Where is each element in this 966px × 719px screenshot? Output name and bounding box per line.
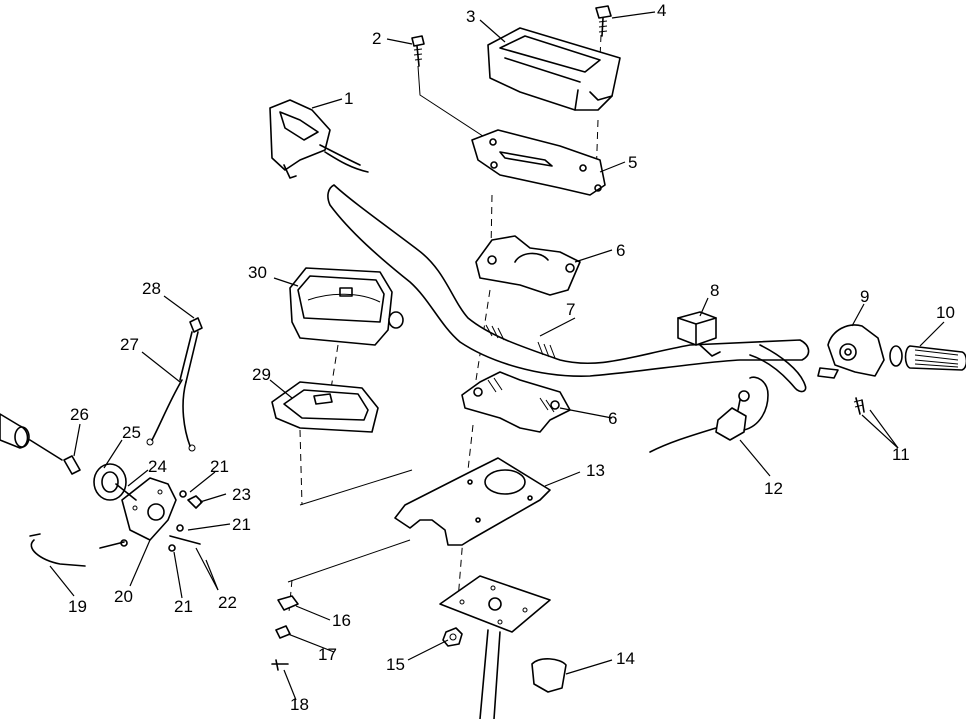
callout-18: 18 [290,695,309,714]
callout-21-top: 21 [210,457,229,476]
callout-21-bottom: 21 [174,597,193,616]
switch-body [115,477,177,541]
mounting-bracket [394,457,551,546]
callout-19: 19 [68,597,87,616]
lower-clamp [461,371,571,433]
callout-1: 1 [344,89,353,108]
speedometer-cup [271,381,379,433]
throttle-housing [817,324,885,379]
cable-assembly [146,317,203,452]
callout-25: 25 [122,423,141,442]
callout-28: 28 [142,279,161,298]
callout-21-mid: 21 [232,515,251,534]
upper-clamp [475,235,581,296]
callout-12: 12 [764,479,783,498]
callout-10: 10 [936,303,955,322]
grip [889,345,966,371]
cable-end [0,413,63,461]
wire [29,533,86,567]
bolt-top [595,5,612,37]
callout-6-lower: 6 [608,409,617,428]
callout-27: 27 [120,335,139,354]
callout-30: 30 [248,263,267,282]
callout-3: 3 [466,7,475,26]
screws [853,397,865,415]
fasteners [99,490,203,552]
callout-2: 2 [372,29,381,48]
callout-22: 22 [218,593,237,612]
clip-parts [271,595,299,671]
clamp-plate [471,129,606,196]
washer-screw [63,455,127,501]
wire-harness [649,376,769,453]
nut [442,627,463,647]
callout-24: 24 [148,457,167,476]
callout-23: 23 [232,485,251,504]
callout-7: 7 [566,300,575,319]
callout-6-upper: 6 [616,241,625,260]
callout-11: 11 [892,445,910,464]
handlebar [327,184,810,393]
steering-post [439,575,567,719]
speedometer [289,267,404,346]
callout-17: 17 [318,645,337,664]
bolt [411,35,425,67]
callout-13: 13 [586,461,605,480]
cover [487,27,621,111]
callout-14: 14 [616,649,635,668]
switch [677,311,721,357]
callout-29: 29 [252,365,271,384]
callout-16: 16 [332,611,351,630]
leader-lines [49,11,945,701]
callout-8: 8 [710,281,719,300]
switch-housing [269,99,369,179]
callout-15: 15 [386,655,405,674]
callout-5: 5 [628,153,637,172]
callout-9: 9 [860,287,869,306]
callout-labels: 1 2 3 4 5 6 7 8 9 10 6 11 12 13 14 15 16… [68,1,955,714]
callout-20: 20 [114,587,133,606]
callout-26: 26 [70,405,89,424]
callout-4: 4 [657,1,666,20]
